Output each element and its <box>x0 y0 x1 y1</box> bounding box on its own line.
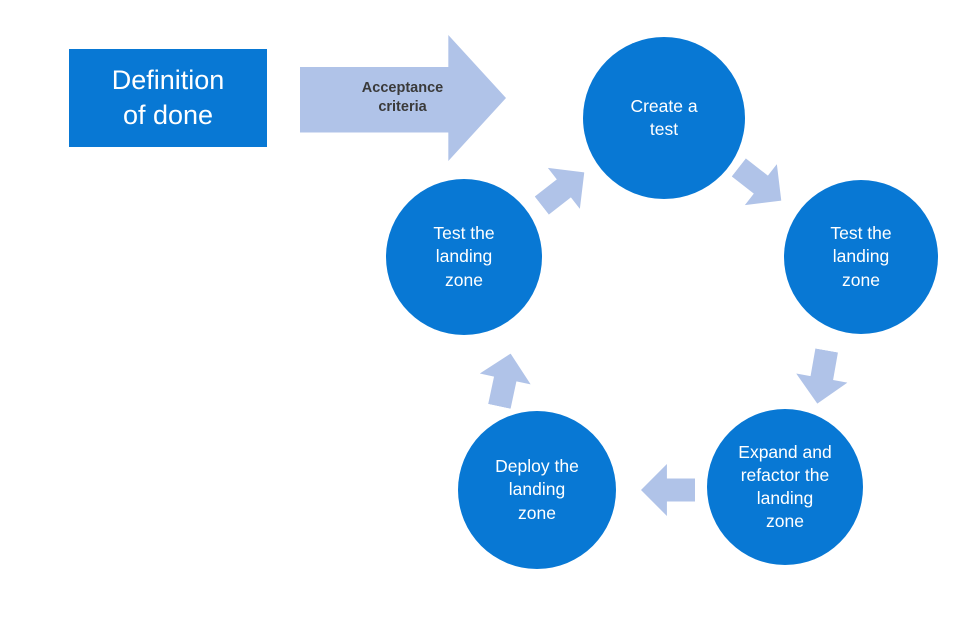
cycle-arrow-right-to-bottom-right-icon <box>792 346 853 408</box>
cycle-step-label: Deploy the landing zone <box>495 456 579 523</box>
cycle-step-deploy-landing-zone: Deploy the landing zone <box>458 411 616 569</box>
definition-of-done-label: Definition of done <box>111 64 225 130</box>
cycle-step-label: Test the landing zone <box>830 223 892 290</box>
cycle-step-expand-refactor-landing-zone: Expand and refactor the landing zone <box>707 409 863 565</box>
cycle-step-label: Test the landing zone <box>433 223 495 290</box>
definition-of-done-box: Definition of done <box>69 49 267 147</box>
acceptance-criteria-label: Acceptance criteria <box>361 80 444 115</box>
cycle-step-label: Create a test <box>630 95 698 139</box>
cycle-step-create-test: Create a test <box>583 37 745 199</box>
cycle-step-test-landing-zone-left: Test the landing zone <box>386 179 542 335</box>
cycle-arrow-left-to-top-icon <box>526 152 601 226</box>
cycle-step-label: Expand and refactor the landing zone <box>738 441 832 532</box>
cycle-arrow-bottom-right-to-bottom-left-icon <box>641 464 695 516</box>
cycle-step-test-landing-zone-right: Test the landing zone <box>784 180 938 334</box>
cycle-arrow-bottom-left-to-left-icon <box>474 348 536 412</box>
